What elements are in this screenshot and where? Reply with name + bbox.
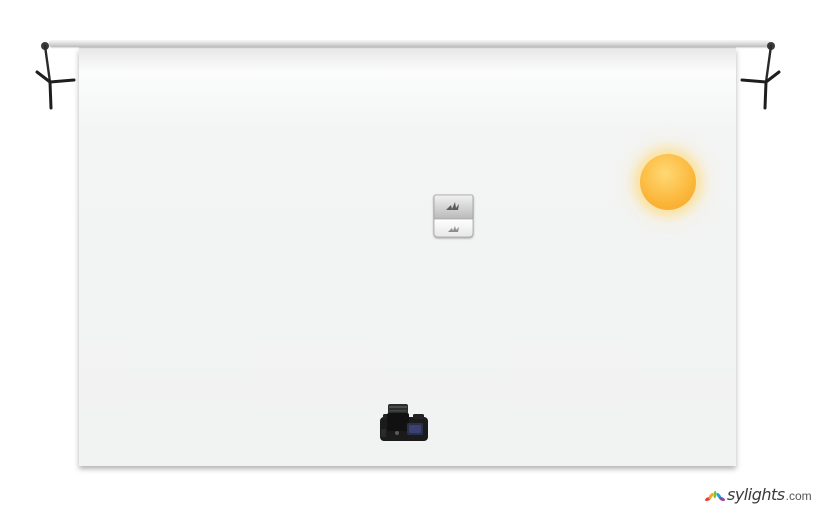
sylights-logo-icon [705,490,725,502]
backdrop-stand-left-icon [35,42,76,110]
watermark-brand: sylights [727,485,785,504]
backdrop-roll-shade [79,46,736,72]
strobe-icon [433,194,474,238]
sun-icon [640,154,696,210]
backdrop-stand-right-icon [740,42,781,110]
sylights-watermark[interactable]: sylights .com [704,485,812,503]
backdrop-crossbar [49,40,770,47]
watermark-tld: .com [785,489,812,503]
white-backdrop [79,48,736,466]
camera-icon [380,404,428,441]
